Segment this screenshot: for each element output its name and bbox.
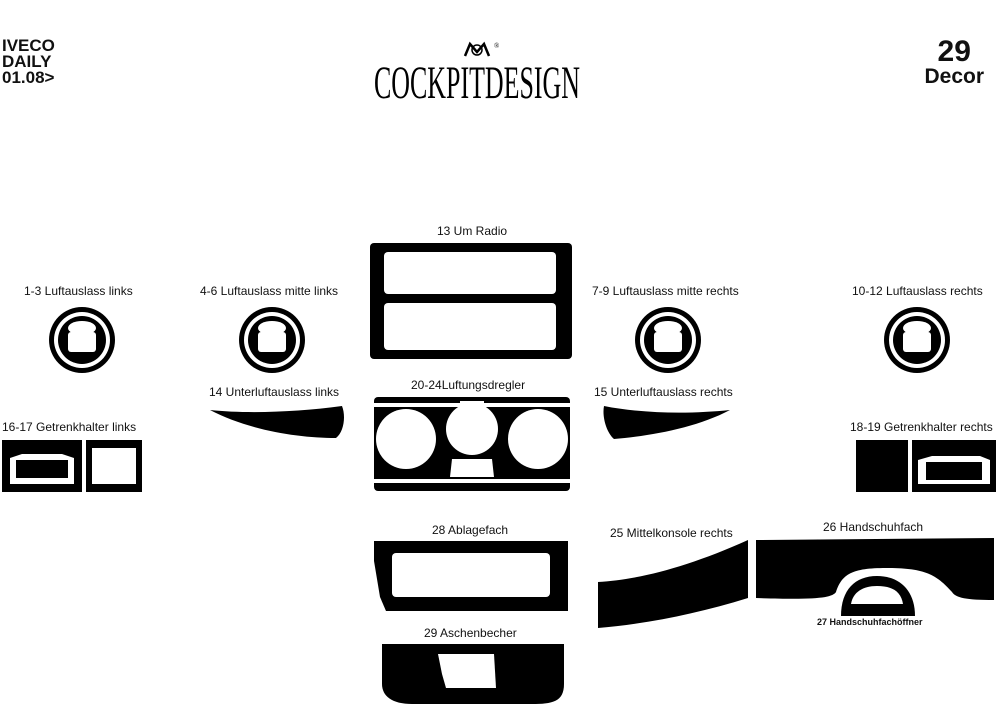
logo-wordmark: COCKPITDESIGN bbox=[374, 57, 580, 109]
logo-registered: ® bbox=[494, 42, 500, 50]
part-20-24-shape bbox=[374, 397, 570, 491]
part-10-12-shape bbox=[884, 307, 950, 373]
part-13-shape bbox=[370, 243, 572, 359]
vehicle-model: IVECO DAILY 01.08> bbox=[2, 36, 55, 87]
label-part-4-6: 4-6 Luftauslass mitte links bbox=[200, 284, 339, 298]
kit-type: Decor bbox=[924, 65, 984, 88]
label-part-26: 26 Handschuhfach bbox=[823, 520, 924, 534]
label-part-20-24: 20-24Luftungsdregler bbox=[411, 378, 526, 392]
part-18-19-shape bbox=[856, 440, 996, 492]
model-year: 01.08> bbox=[2, 68, 55, 87]
label-part-28: 28 Ablagefach bbox=[432, 523, 509, 537]
part-27-shape bbox=[841, 576, 915, 616]
part-14-shape bbox=[210, 406, 344, 438]
logo-graphic: ® COCKPITDESIGN bbox=[374, 41, 580, 109]
label-part-7-9: 7-9 Luftauslass mitte rechts bbox=[592, 284, 739, 298]
label-part-25: 25 Mittelkonsole rechts bbox=[610, 526, 733, 540]
part-29-shape bbox=[382, 644, 564, 704]
label-part-1-3: 1-3 Luftauslass links bbox=[24, 284, 133, 298]
part-1-3-shape bbox=[49, 307, 115, 373]
label-part-27: 27 Handschuhfachöffner bbox=[817, 617, 923, 627]
kit-info: 29 Decor bbox=[924, 35, 984, 88]
cockpitdesign-logo: ® COCKPITDESIGN bbox=[370, 38, 584, 120]
label-part-14: 14 Unterluftauslass links bbox=[209, 385, 340, 399]
label-part-29: 29 Aschenbecher bbox=[424, 626, 517, 640]
model-name: DAILY bbox=[2, 52, 52, 71]
part-15-shape bbox=[603, 406, 730, 439]
part-4-6-shape bbox=[239, 307, 305, 373]
part-28-shape bbox=[374, 541, 568, 611]
model-brand: IVECO bbox=[2, 36, 55, 55]
label-part-15: 15 Unterluftauslass rechts bbox=[594, 385, 733, 399]
kit-number: 29 bbox=[937, 35, 971, 68]
part-7-9-shape bbox=[635, 307, 701, 373]
label-part-16-17: 16-17 Getrenkhalter links bbox=[2, 420, 137, 434]
part-16-17-shape bbox=[2, 440, 142, 492]
label-part-10-12: 10-12 Luftauslass rechts bbox=[852, 284, 983, 298]
label-part-18-19: 18-19 Getrenkhalter rechts bbox=[850, 420, 993, 434]
part-26-shape bbox=[756, 538, 994, 600]
part-25-shape bbox=[598, 540, 748, 628]
label-part-13: 13 Um Radio bbox=[437, 224, 508, 238]
